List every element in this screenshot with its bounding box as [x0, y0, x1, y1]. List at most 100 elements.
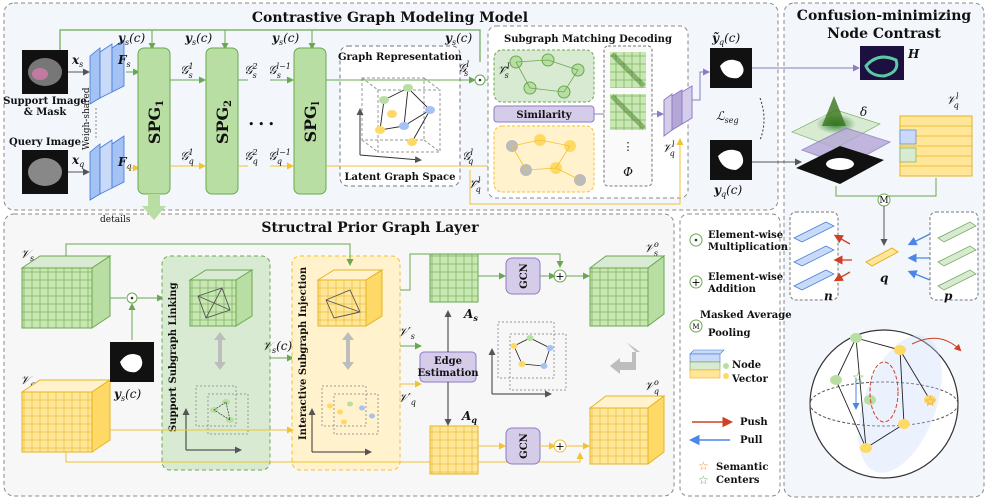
- heatmap-icon: [610, 52, 646, 88]
- star-icon: ☆: [852, 370, 865, 386]
- delta-label: δ: [860, 105, 867, 119]
- heatmap-diagonal-1: [610, 52, 646, 88]
- decoding-title: Subgraph Matching Decoding: [504, 34, 672, 45]
- decoder-block: [663, 85, 693, 137]
- support-linking-label: Support Subgraph Linking: [168, 282, 179, 432]
- gt-mask-shape: [718, 149, 744, 170]
- legend-mult-dot: [694, 238, 698, 242]
- ys-c-top-3: ys(c): [271, 31, 299, 47]
- addition-plus-1: +: [555, 270, 564, 283]
- injection-cube: [316, 269, 384, 327]
- prediction-mask-shape: [720, 59, 744, 79]
- heatmap-diagonal-2: [610, 94, 646, 130]
- output-arrows: [610, 342, 640, 374]
- right-panel-title-1: Confusion-minimizing: [797, 8, 972, 24]
- phi-label: Φ: [623, 165, 633, 179]
- yq-tilde-label: ỹq(c): [711, 31, 741, 47]
- legend-mult-1: Element-wise: [708, 230, 783, 241]
- legend-add-icon: [689, 275, 703, 289]
- support-subgraph-links: [515, 59, 579, 93]
- injection-double-arrow: [342, 332, 354, 370]
- legend-node: Node: [732, 360, 761, 371]
- As-label: As: [463, 307, 478, 323]
- vs-skip-line: [65, 243, 354, 266]
- linking-double-arrow: [214, 332, 226, 370]
- legend-map-M: M: [692, 323, 699, 331]
- query-image-label: Query Image: [9, 137, 81, 148]
- query-subgraph-links: [511, 139, 581, 181]
- vs-top-bus: [400, 253, 564, 291]
- masked-pool-lines: [835, 186, 880, 197]
- linking-cube: [188, 269, 254, 327]
- Aq-label: Aq: [461, 409, 477, 425]
- ys-c-bus: [59, 29, 481, 62]
- spg-block-1: SPG1: [137, 47, 171, 195]
- ys-c-top-1: ys(c): [117, 31, 145, 47]
- right-panel-title-2: Node Contrast: [827, 26, 941, 42]
- ys-c-top-2: ys(c): [184, 31, 212, 47]
- middle-graph-box: [497, 321, 567, 391]
- injection-graph-small: [321, 385, 379, 435]
- H-label: H: [907, 47, 920, 61]
- lseg-arrow: [759, 97, 765, 141]
- latent-graph-nodes: [375, 84, 435, 146]
- gql-bypass: [469, 138, 684, 205]
- xq-label: xq: [71, 153, 84, 169]
- legend-map-icon: [689, 319, 703, 333]
- H-map-shape: [864, 55, 899, 78]
- middle-graph-nodes: [510, 335, 554, 369]
- decoder-to-prediction: [692, 68, 710, 101]
- latent-axis-x: [359, 154, 422, 164]
- legend-add-plus: +: [691, 276, 700, 289]
- vq-feature-cube: [20, 379, 112, 453]
- multiplication-dot-top: [478, 78, 482, 82]
- spg-block-2: SPG2: [205, 47, 239, 195]
- yq-label: yq(c): [713, 183, 743, 199]
- M-label: M: [879, 196, 888, 206]
- legend-add-1: Element-wise: [708, 272, 783, 283]
- legend-star-icon: ☆: [698, 459, 709, 473]
- multiplication-dot-bottom: [130, 296, 134, 300]
- Fs-label: Fs: [117, 53, 131, 69]
- legend-pull: Pull: [740, 435, 763, 446]
- dots-icon: ⋮: [623, 140, 634, 153]
- vq-prime-label: 𝒱′q: [398, 391, 416, 407]
- hypersphere: ☆ ☆: [809, 329, 962, 479]
- vs-prime-label: 𝒱′s: [398, 325, 415, 341]
- query-encoder: [89, 135, 125, 201]
- spg-block-l: SPGl: [293, 47, 327, 195]
- svg-text:SPG1: SPG1: [145, 100, 166, 144]
- legend-semantic-1: Semantic: [716, 462, 768, 473]
- svg-text:SPGl: SPGl: [301, 101, 322, 142]
- graph-representation-box: [339, 45, 461, 187]
- svg-text:SPG2: SPG2: [213, 100, 234, 144]
- legend-vector: Vector: [731, 374, 769, 385]
- edge-estimation-label-1: Edge: [434, 356, 462, 367]
- spg-ellipsis: • • •: [248, 118, 274, 131]
- vs-feature-cube: [20, 255, 112, 329]
- details-label: details: [100, 215, 131, 225]
- mask-shape: [120, 354, 143, 373]
- legend-map-2: Pooling: [708, 328, 750, 339]
- ys-c-bottom: ys(c): [113, 387, 141, 403]
- legend-semantic-2: Centers: [716, 475, 760, 486]
- As-matrix: [429, 253, 479, 303]
- heatmap-icon-2: [610, 94, 646, 130]
- Aq-matrix: [429, 425, 479, 475]
- xs-label: xs: [71, 53, 83, 69]
- legend-star-icon-2: ☆: [698, 473, 709, 487]
- positive-vectors: [937, 221, 977, 291]
- Fq-label: Fq: [117, 155, 132, 171]
- edge-estimation-label-2: Estimation: [417, 368, 479, 379]
- linking-graph-small: [195, 385, 249, 435]
- support-encoder: [89, 39, 125, 105]
- vq-bottom-bus: [65, 452, 584, 463]
